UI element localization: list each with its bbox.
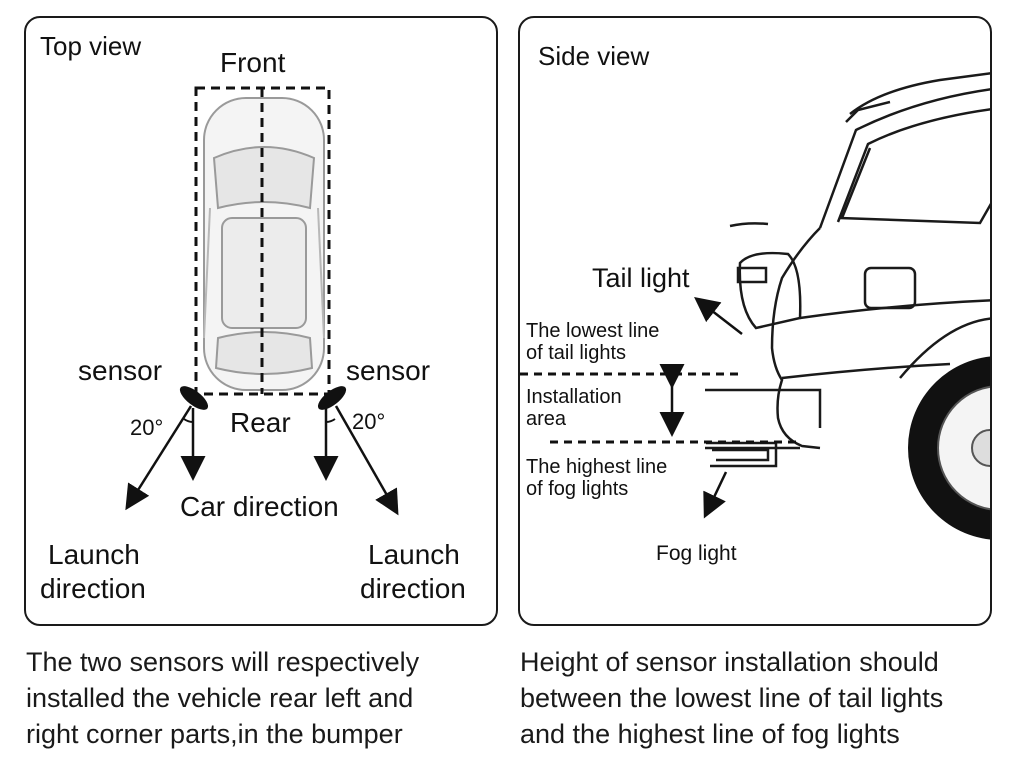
fog-light-pointer-arrow [703, 471, 728, 519]
right-launch-direction-arrow [334, 405, 399, 516]
highest-line-label-1: The highest line [526, 456, 668, 478]
right-caption-line-3: and the highest line of fog lights [520, 719, 900, 749]
left-launch-label-line2: direction [40, 573, 146, 604]
car-direction-label: Car direction [180, 491, 339, 522]
installation-area-label-1: Installation [526, 386, 622, 408]
left-sensor-icon [179, 386, 209, 410]
rear-label: Rear [230, 407, 291, 438]
left-caption: The two sensors will respectively instal… [26, 644, 506, 752]
right-sensor-icon [317, 386, 347, 410]
left-launch-direction-arrow [125, 405, 193, 511]
top-view-panel: Top view Front sensor sensor Rear 20° 20… [24, 16, 498, 626]
lowest-line-label-1: The lowest line [526, 320, 660, 342]
right-caption-line-1: Height of sensor installation should [520, 647, 939, 677]
car-top-illustration [203, 97, 325, 391]
wheel-rim [937, 385, 990, 511]
side-view-panel: Side view Tail light The lowest line of … [518, 16, 992, 626]
left-angle-label: 20° [130, 415, 164, 440]
right-caption-line-2: between the lowest line of tail lights [520, 683, 944, 713]
tail-light-label: Tail light [592, 263, 690, 293]
left-caption-line-2: installed the vehicle rear left and [26, 683, 414, 713]
top-view-title: Top view [40, 31, 142, 61]
highest-line-label-2: of fog lights [526, 478, 629, 500]
side-view-title: Side view [538, 41, 650, 71]
installation-area-label-2: area [526, 408, 567, 430]
wheel-hub [971, 429, 990, 467]
car-side-illustration [705, 72, 990, 468]
front-label: Front [220, 47, 286, 78]
right-angle-arc [325, 418, 336, 423]
right-sensor-label: sensor [346, 355, 431, 386]
left-caption-line-1: The two sensors will respectively [26, 647, 420, 677]
right-launch-label-line2: direction [360, 573, 466, 604]
left-sensor-label: sensor [78, 355, 163, 386]
right-launch-label-line1: Launch [368, 539, 460, 570]
tail-light-pointer-arrow [694, 296, 743, 335]
fog-light-label: Fog light [656, 542, 737, 565]
lowest-line-label-2: of tail lights [526, 342, 627, 364]
top-view-drawing [125, 86, 399, 516]
left-caption-line-3: right corner parts,in the bumper [26, 719, 403, 749]
left-launch-label-line1: Launch [48, 539, 140, 570]
right-caption: Height of sensor installation should bet… [520, 644, 1020, 752]
right-angle-label: 20° [352, 409, 386, 434]
left-angle-arc [183, 418, 194, 423]
side-view-drawing [520, 72, 990, 540]
